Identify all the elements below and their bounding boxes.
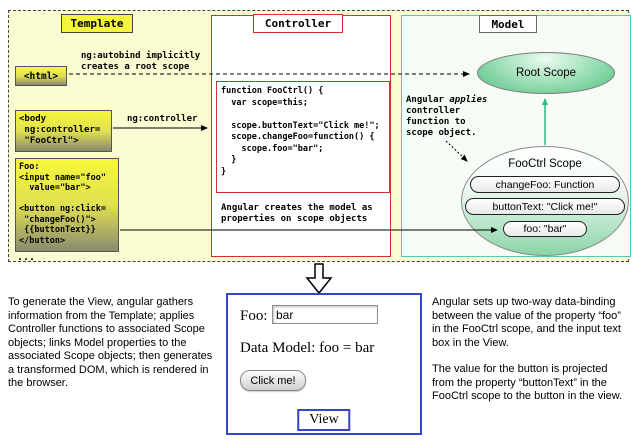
foo-field-label: Foo: xyxy=(240,308,268,324)
autobind-note: ng:autobind implicitly creates a root sc… xyxy=(81,51,201,72)
ng-controller-label: ng:controller xyxy=(127,114,198,124)
click-me-button[interactable]: Click me! xyxy=(240,370,306,391)
view-caption: View xyxy=(297,409,351,431)
scope-property-changefoo: changeFoo: Function xyxy=(470,176,620,193)
data-binding-note-p1: Angular sets up two-way data-binding bet… xyxy=(432,296,621,349)
template-markup-box: Foo: <input name="foo" value="bar"> <but… xyxy=(15,158,119,252)
scope-property-buttontext: buttonText: "Click me!" xyxy=(465,198,625,215)
data-model-text: Data Model: foo = bar xyxy=(240,340,375,356)
scope-property-foo: foo: "bar" xyxy=(503,221,587,237)
creates-model-note: Angular creates the model as properties … xyxy=(221,203,373,225)
body-tag-box: <body ng:controller= "FooCtrl"> xyxy=(15,110,112,152)
view-panel: Foo: Data Model: foo = bar Click me! Vie… xyxy=(226,293,422,435)
root-scope-ellipse: Root Scope xyxy=(477,52,615,94)
template-region-label: Template xyxy=(61,14,133,33)
foo-input[interactable] xyxy=(272,305,378,324)
fooctrl-scope-label: FooCtrl Scope xyxy=(508,158,582,170)
applies-note: Angular applies controller function to s… xyxy=(406,95,488,138)
html-tag-box: <html> xyxy=(15,66,67,86)
data-binding-note-p2: The value for the button is projected fr… xyxy=(432,363,623,402)
data-binding-note: Angular sets up two-way data-binding bet… xyxy=(432,296,632,404)
diagram-canvas: Template Controller Model xyxy=(8,10,631,263)
template-ellipsis: ... xyxy=(17,252,36,263)
generate-view-note: To generate the View, angular gathers in… xyxy=(8,296,213,389)
controller-region-label: Controller xyxy=(253,14,343,33)
controller-code-box: function FooCtrl() { var scope=this; sco… xyxy=(216,81,390,193)
model-region-label: Model xyxy=(479,15,537,33)
down-block-arrow xyxy=(305,263,333,295)
